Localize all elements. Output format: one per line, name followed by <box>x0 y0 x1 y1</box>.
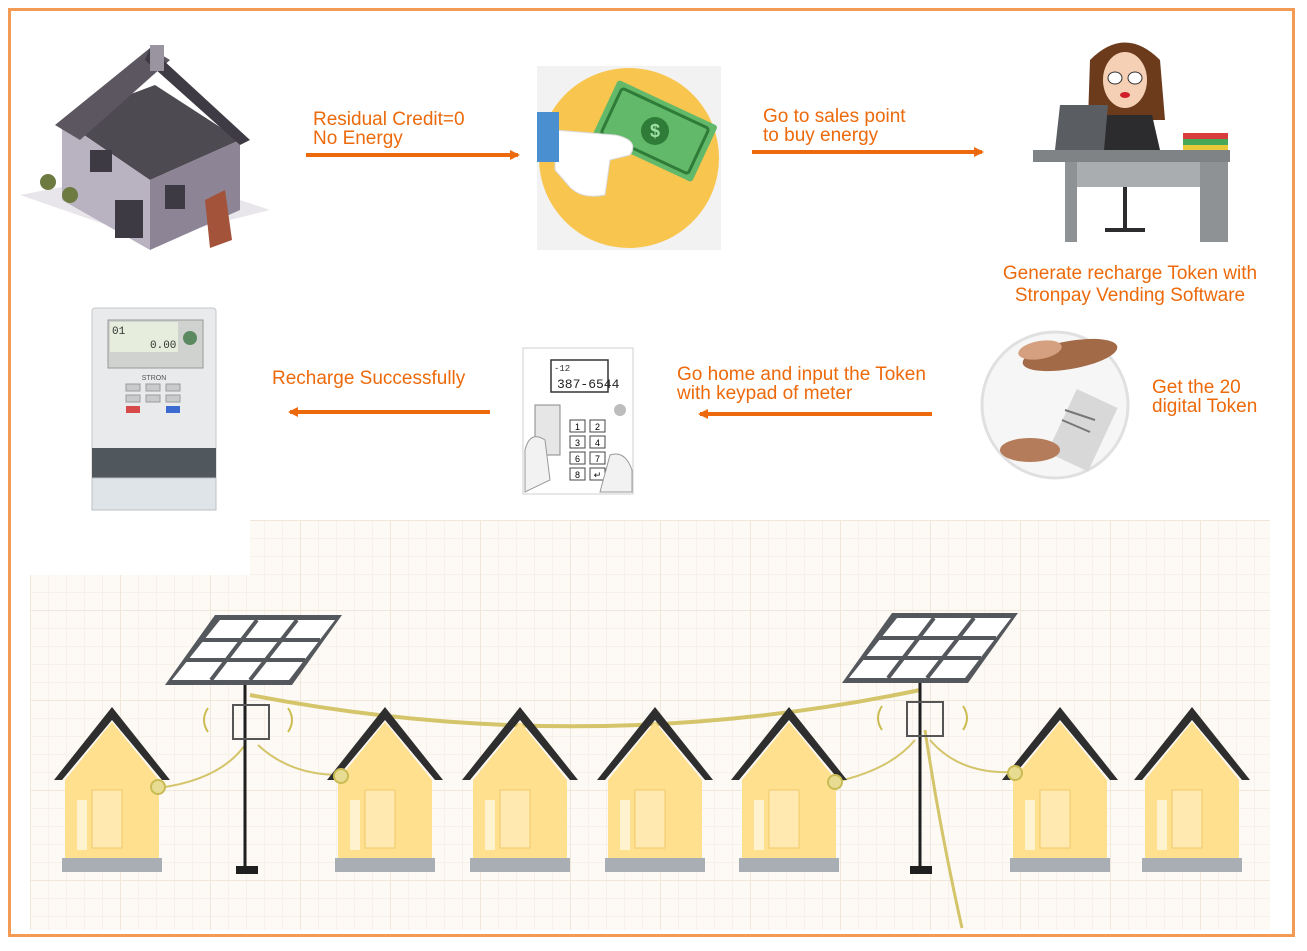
solar-panel-icon <box>842 613 1018 874</box>
keypad-keys: 1 2 3 4 6 7 8 ↵ <box>569 419 606 481</box>
keypad-key <box>569 435 586 449</box>
label-recharge-success: Recharge Successfully <box>272 368 466 389</box>
diagram-frame <box>8 8 1295 937</box>
label-input-token: Go home and input the Token with keypad … <box>677 364 926 404</box>
keypad-key-label: ↵ <box>594 470 602 480</box>
keypad-key-label: 2 <box>595 422 600 432</box>
sales-clerk-icon <box>1033 42 1230 242</box>
label-generate-token: Generate recharge Token with Stronpay Ve… <box>1002 263 1258 306</box>
keypad-key-label: 1 <box>575 422 580 432</box>
keypad-key <box>569 451 586 465</box>
keypad-key <box>569 419 586 433</box>
svg-text:01: 01 <box>112 326 126 338</box>
label-residual-credit: Residual Credit=0 No Energy <box>313 109 465 149</box>
svg-text:-12: -12 <box>554 364 570 374</box>
keypad-key <box>569 467 586 481</box>
svg-text:STRON: STRON <box>142 375 167 382</box>
house-icon <box>731 707 847 872</box>
label-sales-point: Go to sales point to buy energy <box>763 106 906 146</box>
keypad-key-label: 8 <box>575 470 580 480</box>
house-icon <box>20 45 270 250</box>
flow-arrows <box>288 147 984 419</box>
grid-blank-corner <box>30 520 250 575</box>
microgrid-scene <box>54 613 1250 929</box>
house-row <box>54 707 1250 872</box>
house-icon <box>597 707 713 872</box>
meter-icon: 01 0.00 STRON <box>91 307 217 511</box>
keypad-key <box>589 435 606 449</box>
keypad-icon: -12 387-6544 1 2 3 4 6 7 8 ↵ <box>522 347 634 495</box>
label-get-token: Get the 20 digital Token <box>1152 377 1258 417</box>
house-icon <box>54 707 170 872</box>
house-icon <box>1134 707 1250 872</box>
house-icon <box>327 707 443 872</box>
payment-icon: $ <box>537 66 721 250</box>
house-icon <box>1002 707 1118 872</box>
svg-text:387-6544: 387-6544 <box>557 377 620 392</box>
solar-panel-icon <box>165 615 342 874</box>
keypad-key <box>589 451 606 465</box>
keypad-key-label: 7 <box>595 454 600 464</box>
keypad-key-label: 6 <box>575 454 580 464</box>
token-card-icon <box>980 330 1130 480</box>
keypad-key-label: 3 <box>575 438 580 448</box>
svg-text:$: $ <box>650 121 660 141</box>
house-icon <box>462 707 578 872</box>
keypad-key <box>589 419 606 433</box>
svg-text:0.00: 0.00 <box>150 340 176 352</box>
keypad-key-label: 4 <box>595 438 600 448</box>
